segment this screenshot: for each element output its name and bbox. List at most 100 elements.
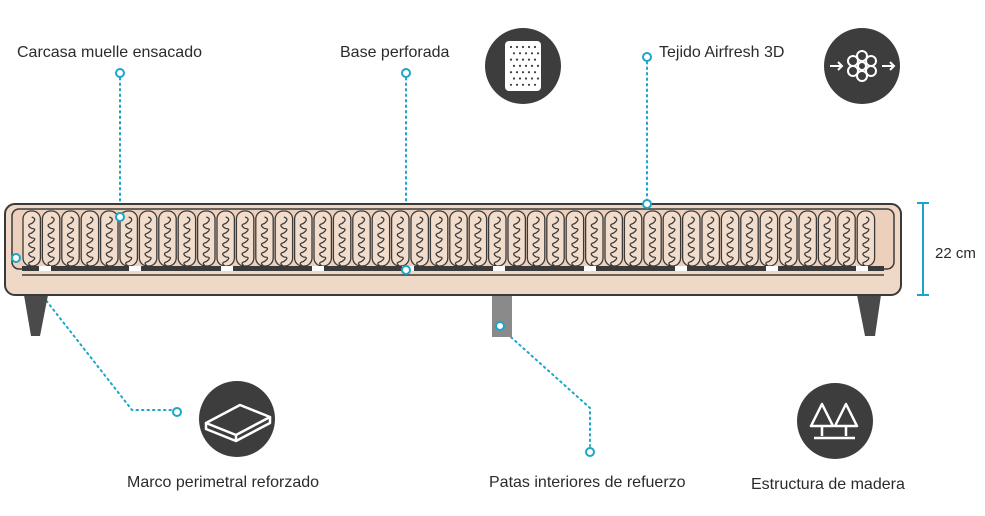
spring-coil (241, 216, 249, 268)
spring-coil (823, 216, 831, 268)
perforation-dot (509, 58, 513, 61)
spring-coil (862, 216, 870, 268)
corner-leg-right (857, 295, 881, 336)
perforation-dot (533, 71, 537, 74)
perforation-dot (524, 52, 528, 55)
slat-slot (129, 266, 141, 271)
perforation-dot (530, 77, 534, 80)
spring-coil (551, 216, 560, 268)
dot-inner-legs-start (495, 321, 505, 331)
slat-slot (856, 266, 868, 271)
perforation-dot (533, 83, 537, 86)
spring-coil (377, 216, 385, 268)
perforation-dot (512, 52, 516, 55)
dot-pocket-spring-top (115, 68, 125, 78)
perforation-dot (521, 45, 525, 49)
callout-line-inner-legs (502, 329, 591, 447)
spring-coil (163, 216, 172, 268)
dot-airfresh-top (642, 52, 652, 62)
spring-coil (396, 216, 404, 268)
spring-coil (28, 216, 36, 268)
spring-coil (125, 216, 133, 268)
spring-coil (183, 216, 191, 268)
perforation-dot (518, 77, 522, 80)
spring-coil (745, 216, 754, 268)
spring-coil (610, 216, 618, 268)
callout-line-frame (15, 261, 173, 411)
perforation-dot (515, 58, 519, 61)
spring-coil (590, 216, 598, 268)
perforation-dot (509, 71, 513, 74)
perforation-dot (533, 58, 537, 61)
perforation-dot (515, 83, 519, 86)
spring-coil (804, 216, 812, 268)
spring-coil (260, 216, 269, 268)
spring-coil (435, 216, 443, 268)
slat-band (22, 266, 884, 271)
spring-coil (144, 216, 152, 268)
perforation-dot (521, 58, 525, 61)
spring-coil (338, 216, 346, 268)
perforation-dot (512, 77, 516, 80)
perforation-dot (527, 58, 531, 61)
perforation-dot (527, 83, 531, 86)
spring-coil (86, 216, 94, 268)
callout-lines (15, 61, 648, 447)
slat-slot (39, 266, 51, 271)
inner-leg (492, 295, 512, 337)
dot-perforated-base-top (401, 68, 411, 78)
spring-coil (765, 216, 773, 268)
spring-coil (299, 216, 307, 268)
dot-inner-legs-end (585, 447, 595, 457)
spring-coil (532, 216, 540, 268)
slat-slot (312, 266, 324, 271)
perforation-dot (521, 83, 525, 86)
perforation-dot (536, 77, 540, 80)
spring-coil (784, 216, 792, 268)
spring-coil (513, 216, 521, 268)
perforation-dot (518, 64, 522, 67)
spring-coil (357, 216, 366, 268)
label-wood-structure: Estructura de madera (751, 476, 905, 493)
corner-leg-left (24, 295, 48, 336)
perforation-dot (524, 64, 528, 67)
dot-perforated-base-bottom (401, 265, 411, 275)
spring-coil (842, 216, 851, 268)
slat-slot (675, 266, 687, 271)
perforation-dot (524, 77, 528, 80)
airflow-flower-icon (824, 28, 900, 104)
spring-coil (474, 216, 482, 268)
dot-frame-start (11, 253, 21, 263)
label-airfresh-fabric: Tejido Airfresh 3D (659, 44, 785, 61)
pocket-springs (22, 210, 876, 268)
dot-frame-end (172, 407, 182, 417)
spring-coil (629, 216, 637, 268)
trees-icon (797, 383, 873, 459)
perforation-dot (533, 45, 537, 49)
perforation-slots (22, 266, 884, 271)
spring-coil (668, 216, 676, 268)
perforation-dot (509, 83, 513, 86)
slat-slot (766, 266, 778, 271)
label-inner-legs: Patas interiores de refuerzo (489, 474, 686, 491)
spring-coil (66, 216, 75, 268)
spring-coil (280, 216, 288, 268)
perforation-dot (521, 71, 525, 74)
perforation-dot (518, 52, 522, 55)
callout-dots (11, 52, 652, 457)
spring-coil (726, 216, 734, 268)
perforation-dot (530, 64, 534, 67)
spring-coil (319, 216, 327, 268)
perforation-dot (530, 52, 534, 55)
frame-board-icon (199, 381, 275, 457)
label-pocket-spring: Carcasa muelle ensacado (17, 44, 202, 61)
height-dimension (917, 202, 929, 296)
spring-coil (47, 216, 55, 268)
dot-pocket-spring-bottom (115, 212, 125, 222)
perforated-panel-icon (485, 28, 561, 104)
perforation-dot (509, 45, 513, 49)
spring-coil (648, 216, 657, 268)
slat-slot (221, 266, 233, 271)
perforation-dot (536, 64, 540, 67)
spring-coil (571, 216, 579, 268)
